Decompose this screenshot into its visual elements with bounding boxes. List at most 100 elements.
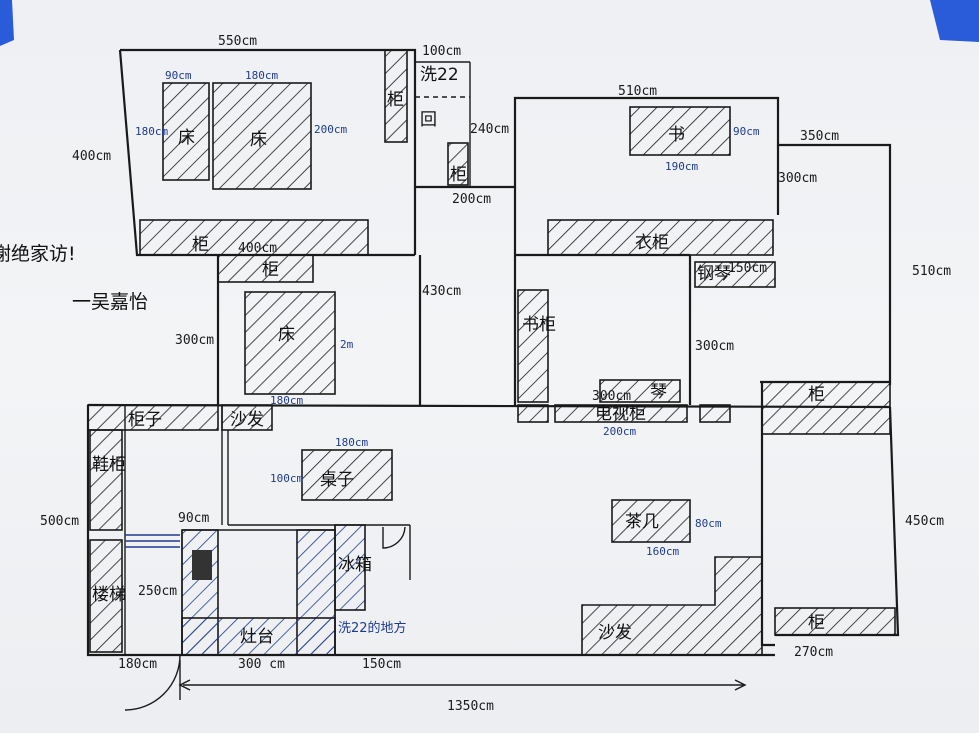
stove-bottom [181, 617, 336, 656]
label-bed-small: 床 [178, 128, 195, 148]
label-bed3: 床 [278, 325, 295, 345]
label-shoe-cabinet: 鞋柜 [92, 455, 126, 475]
dim-180-bottom: 180cm [118, 657, 157, 672]
dimension-arrow [178, 660, 747, 700]
label-table: 桌子 [320, 470, 354, 490]
dim-250: 250cm [138, 584, 177, 599]
label-cabinet-master: 柜 [192, 235, 209, 255]
fridge [334, 524, 366, 611]
dim-90: 90cm [178, 511, 209, 526]
label-stove: 灶台 [240, 627, 274, 647]
dim-400-mid: 400cm [238, 241, 277, 256]
dim-bed2-h: 200cm [314, 123, 347, 136]
label-stairs: 楼梯 [92, 585, 126, 605]
dim-1350: 1350cm [447, 699, 494, 714]
dim-150-bottom: 150cm [362, 657, 401, 672]
label-sofa-small: 沙发 [230, 410, 264, 430]
label-cabinet-bottom: 柜 [808, 613, 825, 633]
small-box-a [517, 404, 549, 423]
dim-bed1-h: 180cm [135, 125, 168, 138]
label-cabinet-right: 柜 [808, 385, 825, 405]
dim-tv-w: 200cm [603, 425, 636, 438]
bed-small [162, 82, 210, 181]
desk [629, 106, 731, 156]
label-piano: 钢琴 [697, 264, 731, 284]
label-sofa: 沙发 [598, 623, 632, 643]
dim-bed3-w: 180cm [270, 394, 303, 407]
label-wash22-place: 洗22的地方 [338, 620, 407, 636]
dim-piano-w: 300cm [592, 389, 631, 404]
dim-240: 240cm [470, 122, 509, 137]
square-box [192, 550, 212, 580]
binder-clip-icon [0, 0, 979, 46]
label-cabinet-narrow: 柜 [450, 165, 467, 185]
dim-500: 500cm [40, 514, 79, 529]
label-wardrobe: 衣柜 [635, 233, 669, 253]
sofa-small [221, 404, 273, 431]
label-wash22: 洗22 [420, 65, 459, 85]
stairs-cabinet [89, 539, 123, 653]
label-bookshelf: 书柜 [522, 315, 556, 335]
dim-table-h: 100cm [270, 472, 303, 485]
dim-coffee-w: 160cm [646, 545, 679, 558]
dim-desk-w: 90cm [733, 125, 760, 138]
dim-400-left: 400cm [72, 149, 111, 164]
label-fridge: 冰箱 [338, 555, 372, 575]
bookshelf [517, 289, 549, 403]
label-cabinet-left: 柜子 [128, 410, 162, 430]
label-cabinet-bed3: 柜 [262, 260, 279, 280]
dimension-labels: 550cm 100cm 510cm 350cm 400cm 240cm 200c… [40, 34, 951, 714]
cabinet-top [384, 49, 408, 143]
dim-510-right: 510cm [912, 264, 951, 279]
dim-450: 450cm [905, 514, 944, 529]
small-box-b [699, 404, 731, 423]
label-tv-cabinet: 电视柜 [595, 404, 646, 424]
dim-coffee-h: 80cm [695, 517, 722, 530]
dim-300-mid: 300cm [695, 339, 734, 354]
door-swing-icon [382, 526, 406, 549]
dim-300-right: 300cm [778, 171, 817, 186]
cabinet-bed3 [217, 254, 314, 283]
wardrobe [547, 219, 774, 256]
sofa [581, 556, 763, 656]
label-cabinet-top: 柜 [387, 90, 404, 110]
dim-table-w: 180cm [335, 436, 368, 449]
note-refuse: 谢绝家访! [0, 243, 76, 265]
piano [694, 261, 776, 288]
cabinet-left [87, 404, 219, 431]
tv-cabinet [554, 404, 688, 423]
furniture [87, 49, 896, 656]
dim-bed2-w: 180cm [245, 69, 278, 82]
cabinet-bottom [774, 607, 896, 636]
label-bed-big: 床 [250, 130, 267, 150]
bed-big [212, 82, 312, 190]
furniture-dimension-labels: 90cm 180cm 180cm 200cm 90cm 190cm 180cm … [135, 69, 767, 558]
coffee-table [611, 499, 691, 543]
notes: 谢绝家访! 一吴嘉怡 [0, 243, 148, 313]
dim-bed1-w: 90cm [165, 69, 192, 82]
dim-510-top: 510cm [618, 84, 657, 99]
dim-430: 430cm [422, 284, 461, 299]
dim-300-bottom: 300 cm [238, 657, 285, 672]
label-piano-text: 琴 [650, 382, 667, 402]
label-coffee-table: 茶几 [625, 512, 659, 532]
dining-table [301, 449, 393, 501]
door-swing-icon [124, 654, 181, 711]
room-labels: 床 床 柜 柜 洗22 回 柜 书 衣柜 柜 床 书柜 钢琴 琴 电视柜 柜 柜… [92, 65, 825, 647]
dim-200: 200cm [452, 192, 491, 207]
dim-270: 270cm [794, 645, 833, 660]
dim-sofa-w: 150cm [728, 261, 767, 276]
toilet-small [447, 142, 469, 186]
dim-bed3-h: 2m [340, 338, 354, 351]
dim-350: 350cm [800, 129, 839, 144]
dim-100: 100cm [422, 44, 461, 59]
bed-3 [244, 291, 336, 395]
dim-300-left: 300cm [175, 333, 214, 348]
note-signature: 一吴嘉怡 [72, 291, 148, 313]
cabinet-right [761, 381, 891, 435]
dim-550: 550cm [218, 34, 257, 49]
label-toilet: 回 [420, 110, 437, 130]
piano-bottom [599, 379, 681, 403]
dim-desk-h: 190cm [665, 160, 698, 173]
